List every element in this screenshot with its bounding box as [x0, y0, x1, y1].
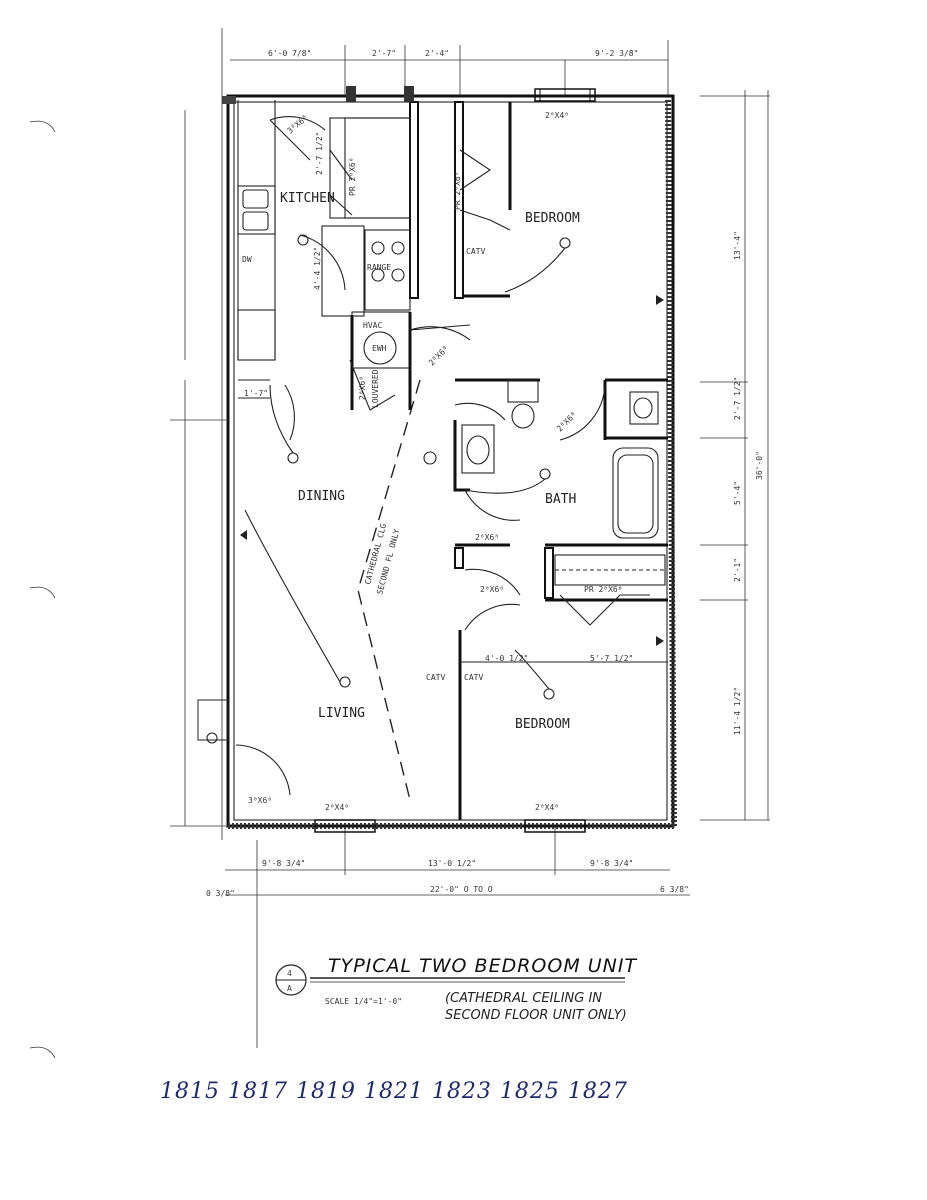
drawing-title: TYPICAL TWO BEDROOM UNIT [328, 955, 637, 977]
room-label-bedroom-top: BEDROOM [525, 211, 580, 226]
title-symbol-bottom: A [287, 984, 292, 993]
cathedral-ceiling-line [357, 379, 421, 801]
dim-top-2: 2'-7" [372, 49, 396, 58]
door-label-d4: 2⁸X6⁸ [475, 533, 499, 542]
binder-holes [29, 120, 56, 1059]
dim-right-4: 2'-1" [733, 558, 742, 582]
closet-label-top: PR 2⁰X6⁸ [453, 171, 462, 210]
dim-left-edge: 0 3/8" [206, 889, 235, 898]
dim-right-edge: 6 3/8" [660, 885, 689, 894]
room-label-bath: BATH [545, 492, 576, 507]
door-label-d3: 2⁸X6⁸ [555, 410, 578, 433]
drawing-note-line2: SECOND FLOOR UNIT ONLY) [445, 1008, 627, 1023]
dim-bottom-3: 9'-8 3/4" [590, 859, 633, 868]
window-label-bottom-right: 2⁰X4⁰ [535, 803, 559, 812]
fixture-label-catv-right: CATV [464, 673, 483, 682]
dim-small-1: 1'-7" [244, 389, 268, 398]
dim-kitchen-width: 4'-4 1/2" [313, 247, 322, 290]
fixture-label-dw: DW [242, 255, 252, 264]
fixture-label-catv-left: CATV [426, 673, 445, 682]
windows [197, 88, 596, 833]
door-label-d2: 2⁸X6⁸ [427, 344, 450, 367]
dim-closet-width: 5'-7 1/2" [590, 654, 633, 663]
dimension-lines [170, 28, 770, 1048]
closet-label-right: PR 2⁰X6⁸ [348, 157, 357, 196]
room-label-kitchen: KITCHEN [280, 191, 335, 206]
bath-fixtures [423, 379, 659, 474]
drawing-note-line1: (CATHEDRAL CEILING IN [445, 991, 602, 1006]
fixture-label-ewh: EWH [372, 344, 387, 353]
dim-right-2: 2'-7 1/2" [733, 377, 742, 420]
interior-walls [237, 86, 668, 820]
dim-overall-width: 22'-0" O TO O [430, 885, 493, 894]
window-label-top: 2⁰X4⁰ [545, 111, 569, 120]
dim-bottom-2: 13'-0 1/2" [428, 859, 476, 868]
room-label-living: LIVING [318, 706, 365, 721]
door-label-d6: 2⁸X6⁸ [358, 376, 367, 400]
dim-right-5: 11'-4 1/2" [733, 687, 742, 735]
drawing-scale: SCALE 1/4"=1'-0" [325, 997, 402, 1006]
room-label-bedroom-bottom: BEDROOM [515, 717, 570, 732]
title-symbol-top: 4 [287, 969, 292, 978]
dim-overall-depth: 36'-0" [755, 451, 764, 480]
water-heater-symbol [363, 331, 397, 365]
door-label-d7: 3⁰X6⁸ [248, 796, 272, 805]
louvered-label: LOUVERED [371, 369, 380, 408]
dim-bottom-1: 9'-8 3/4" [262, 859, 305, 868]
room-label-dining: DINING [298, 489, 345, 504]
dim-top-1: 6'-0 7/8" [268, 49, 311, 58]
exterior-walls [222, 94, 677, 829]
dim-pantry: 2'-7 1/2" [315, 132, 324, 175]
door-label-d5: 2⁸X6⁸ [480, 585, 504, 594]
dim-hall: 4'-0 1/2" [485, 654, 528, 663]
dim-right-3: 5'-4" [733, 481, 742, 505]
fixture-label-range: RANGE [367, 263, 391, 272]
fixture-label-catv-top: CATV [466, 247, 485, 256]
door-swings [235, 116, 650, 796]
dim-right-1: 13'-4" [733, 231, 742, 260]
title-block [275, 964, 625, 996]
dim-top-3: 2'-4" [425, 49, 449, 58]
window-label-bottom-left: 2⁰X4⁰ [325, 803, 349, 812]
dim-top-4: 9'-2 3/8" [595, 49, 638, 58]
electrical-fixtures [206, 234, 664, 744]
range-burners [371, 241, 405, 282]
fixture-label-hvac: HVAC [363, 321, 382, 330]
closet-label-mid: PR 2⁰X6⁸ [584, 585, 623, 594]
handwritten-unit-numbers: 1815 1817 1819 1821 1823 1825 1827 [160, 1079, 628, 1104]
